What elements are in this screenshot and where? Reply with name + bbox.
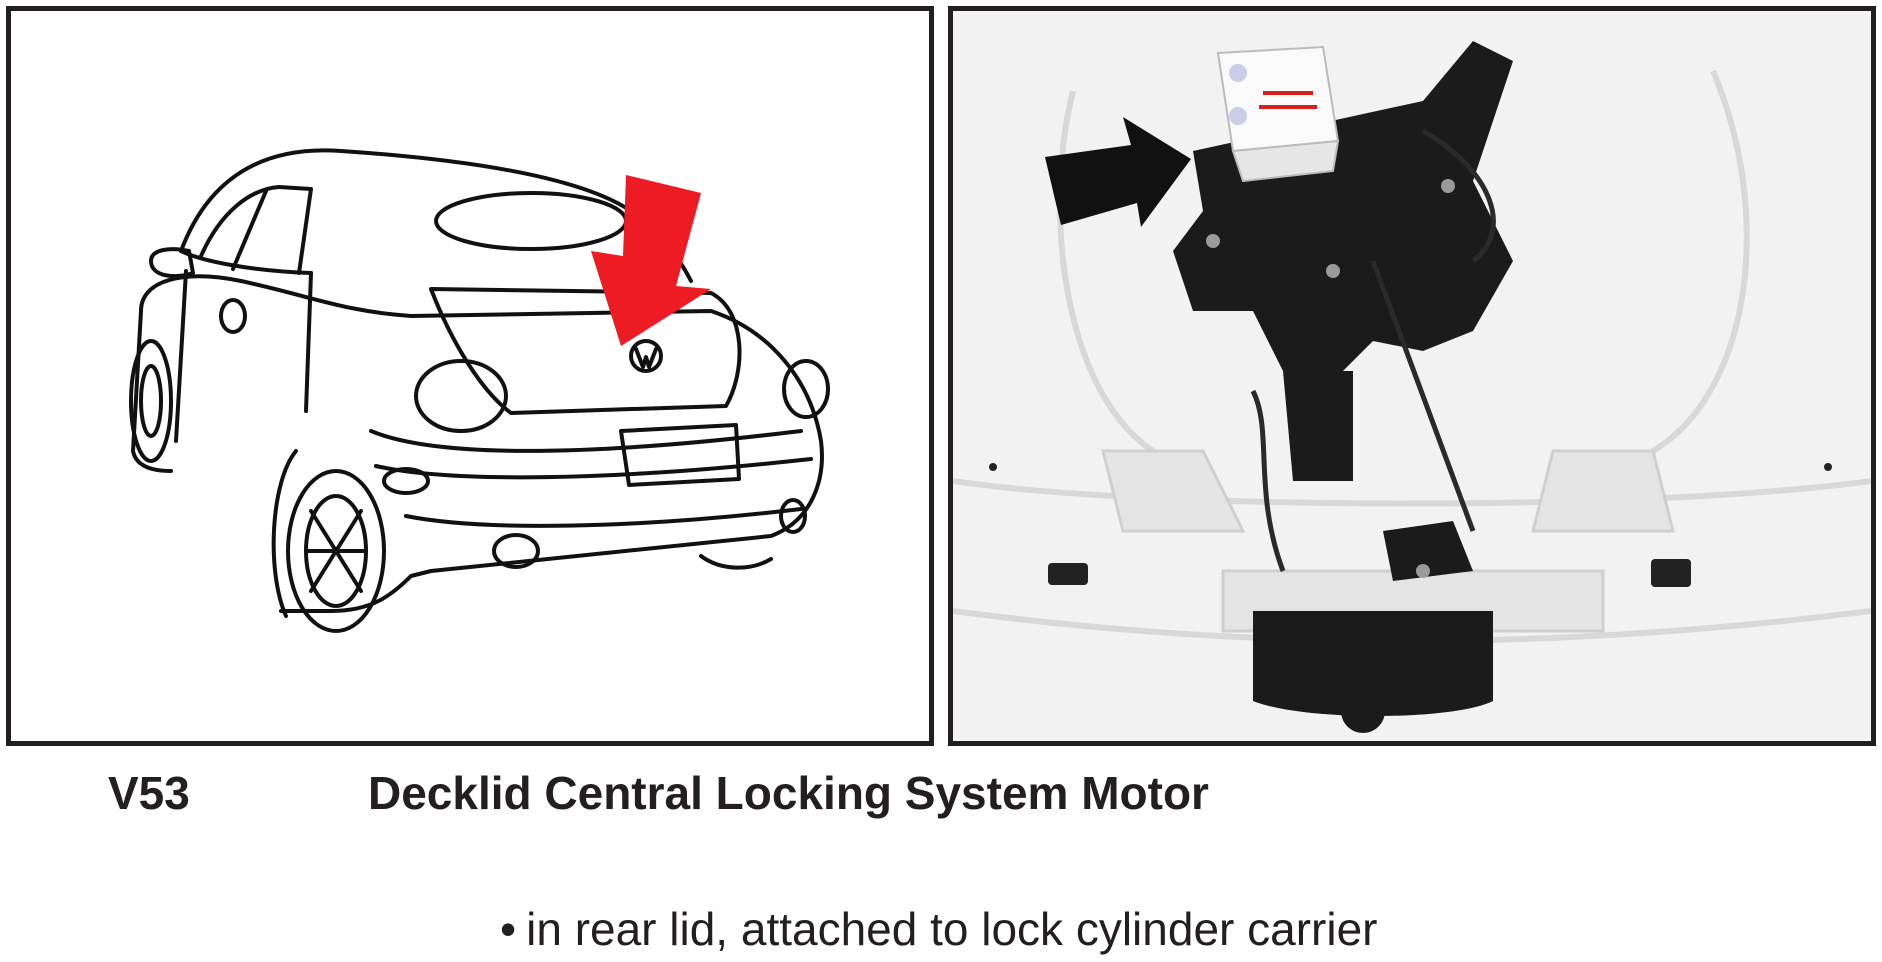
car-illustration-panel — [6, 6, 934, 746]
bullet-marker: • — [500, 903, 517, 955]
location-note: •in rear lid, attached to lock cylinder … — [500, 902, 1377, 956]
decklid-lock-photo — [953, 11, 1871, 741]
component-title: Decklid Central Locking System Motor — [368, 767, 1209, 819]
pointer-arrow-icon — [591, 175, 711, 346]
lock-photo-panel — [948, 6, 1876, 746]
component-code: V53 — [108, 767, 190, 819]
photo-arrow-icon — [1045, 117, 1191, 227]
car-rear-illustration — [129, 148, 830, 633]
location-text: in rear lid, attached to lock cylinder c… — [526, 903, 1378, 955]
